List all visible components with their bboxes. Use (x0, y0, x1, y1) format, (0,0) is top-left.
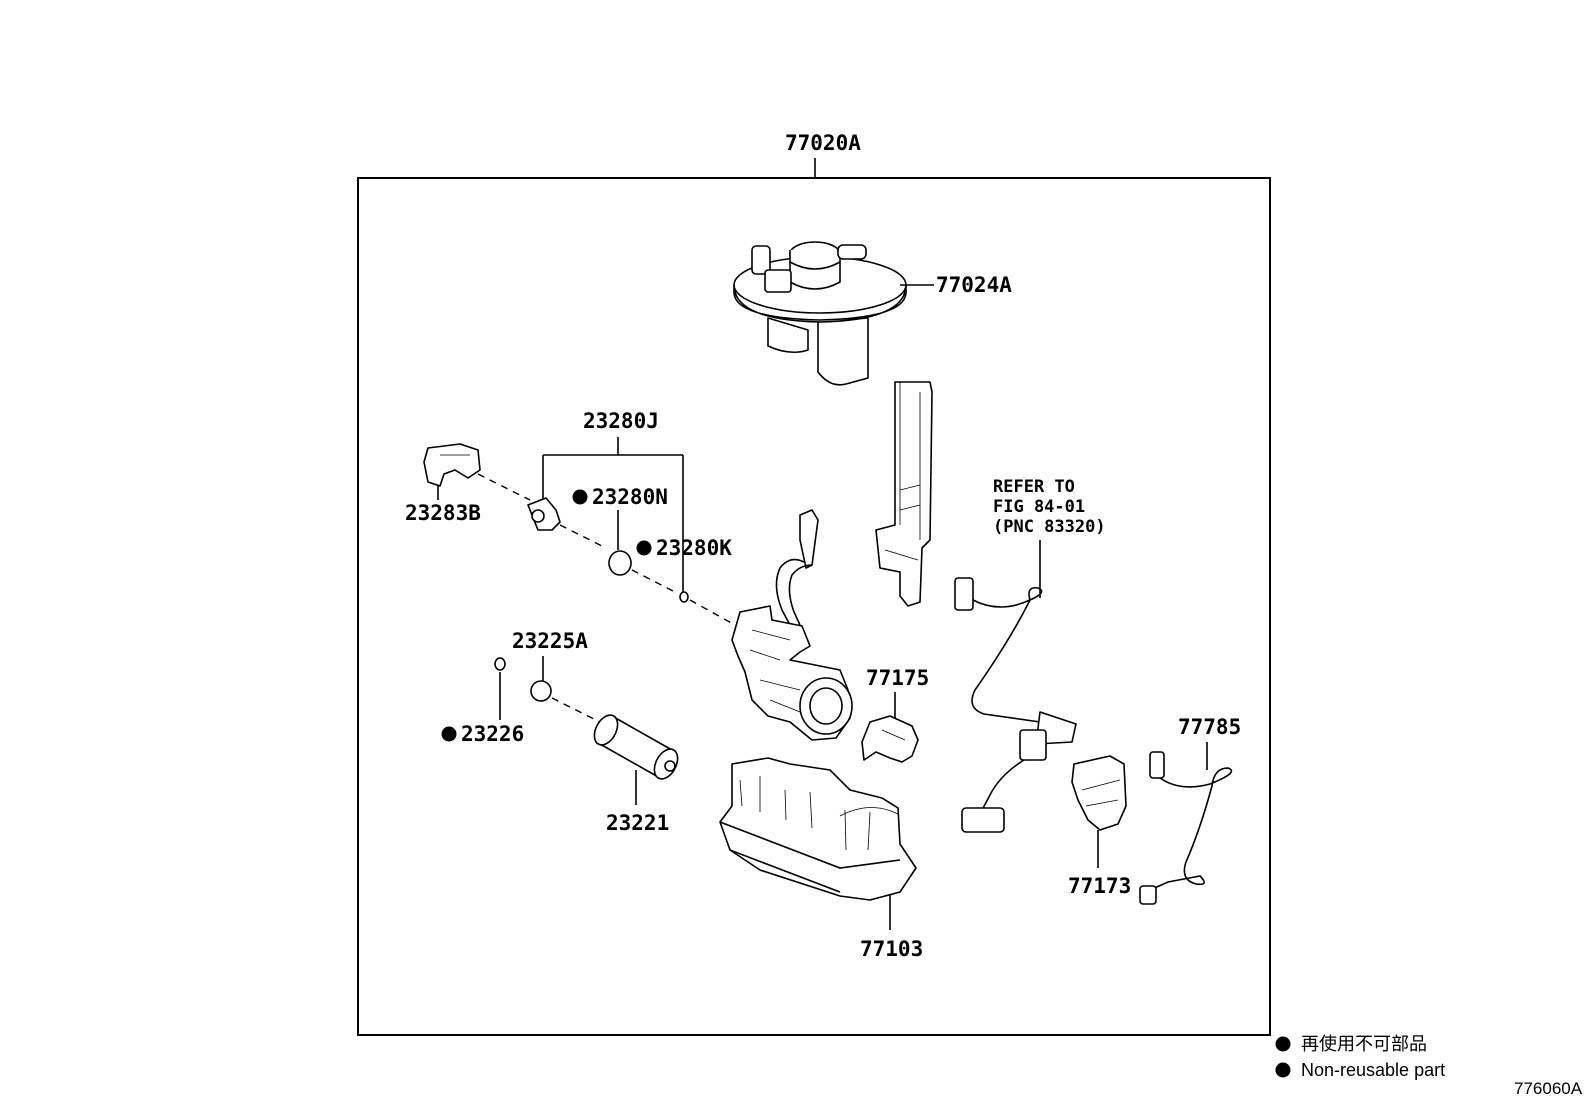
legend-en-text: Non-reusable part (1301, 1060, 1445, 1080)
legend-jp-text: 再使用不可部品 (1301, 1034, 1427, 1054)
part-77785-label[interactable]: 77785 (1178, 715, 1241, 739)
part-23280J-bracket (542, 437, 684, 592)
part-23225A-label[interactable]: 23225A (512, 629, 588, 653)
refer-line-2: FIG 84-01 (993, 497, 1085, 517)
o-ring-23280K-drawing (679, 591, 689, 603)
part-23225A-drawing (530, 680, 552, 702)
assembly-frame (357, 177, 1271, 1036)
part-77173-drawing (1071, 755, 1127, 831)
figure-id: 776060A (1514, 1079, 1583, 1098)
part-23280N-label[interactable]: 23280N (592, 485, 668, 509)
refer-line-1: REFER TO (993, 477, 1075, 497)
part-23283B-assembly-line (477, 473, 531, 501)
non-reusable-23280N-icon (572, 489, 588, 505)
pump-bracket-drawing (731, 509, 853, 741)
check-valve-drawing (527, 497, 561, 531)
part-23221-drawing (593, 714, 679, 780)
assembly-label[interactable]: 77020A (785, 131, 861, 155)
pump-bracket-assembly-line (689, 599, 736, 626)
part-77173-label[interactable]: 77173 (1068, 874, 1131, 898)
check-valve-assembly-line (559, 524, 603, 547)
legend-en-bullet-icon (1275, 1062, 1291, 1078)
refer-line-3: (PNC 83320) (993, 517, 1106, 537)
part-77024A-drawing (733, 241, 907, 386)
wiring-harness-drawing (954, 577, 1077, 833)
o-ring-assembly-line (631, 569, 676, 593)
part-23226-drawing (494, 657, 506, 671)
part-23280K-label[interactable]: 23280K (656, 536, 732, 560)
legend-jp-bullet-icon (1275, 1036, 1291, 1052)
part-77785-drawing (1139, 751, 1233, 905)
non-reusable-23280K-icon (636, 540, 652, 556)
part-23221-label[interactable]: 23221 (606, 811, 669, 835)
part-23225A-assembly-line (551, 697, 601, 723)
part-23226-label[interactable]: 23226 (461, 722, 524, 746)
part-23283B-label[interactable]: 23283B (405, 501, 481, 525)
part-77103-drawing (719, 757, 917, 901)
part-77175-label[interactable]: 77175 (866, 666, 929, 690)
part-77175-drawing (861, 715, 919, 763)
o-ring-23280N-drawing (608, 550, 632, 576)
sender-gauge-arm-drawing (875, 381, 933, 607)
part-23283B-drawing (423, 443, 481, 487)
part-77024A-label[interactable]: 77024A (936, 273, 1012, 297)
part-77103-label[interactable]: 77103 (860, 937, 923, 961)
part-23280J-label[interactable]: 23280J (583, 409, 659, 433)
non-reusable-23226-icon (441, 726, 457, 742)
